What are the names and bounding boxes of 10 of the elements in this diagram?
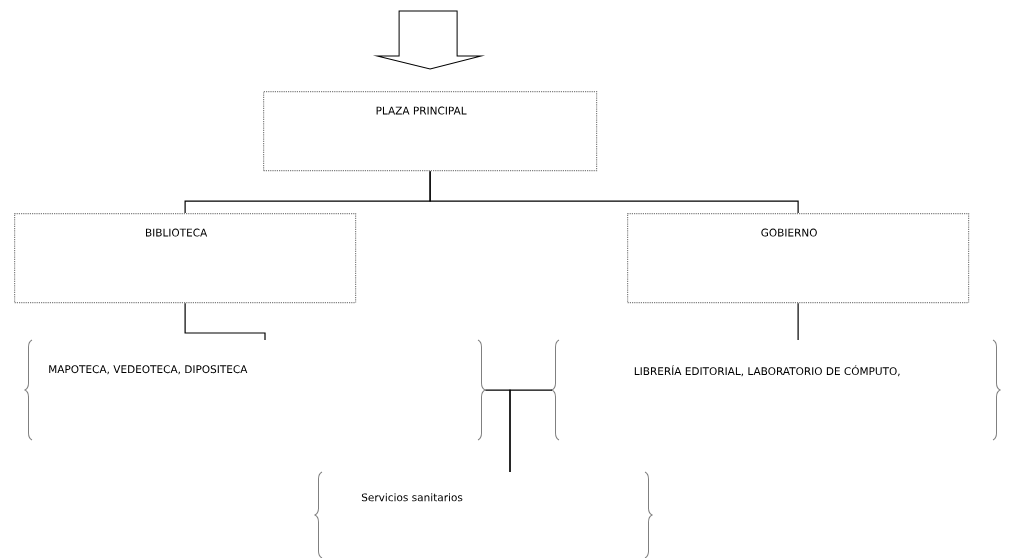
connector-line [797,302,799,341]
brace-group: Servicios sanitarios [314,471,653,558]
dotted-box: BIBLIOTECA [14,213,357,304]
connector-line [429,170,799,214]
connector-line [184,302,266,341]
connector-line [509,389,553,473]
dotted-box: PLAZA PRINCIPAL [263,91,598,172]
brace-group: MAPOTECA, VEDEOTECA, DIPOSITECA [24,339,486,441]
brace-group: LIBRERÍA EDITORIAL, LABORATORIO DE CÓMPUTO, [551,339,1001,441]
dotted-box: GOBIERNO [627,213,970,304]
